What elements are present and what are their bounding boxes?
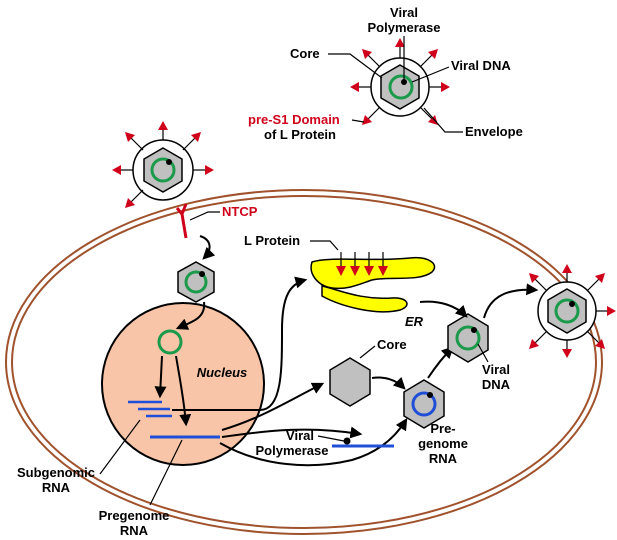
subgenomic-label-2: RNA xyxy=(42,480,71,495)
subgenomic-rna-icon xyxy=(128,400,172,418)
pre-s1-leader xyxy=(351,119,365,123)
nucleocapsid-icon-pregenome xyxy=(403,379,445,429)
viral-polymerase-dot xyxy=(343,437,351,445)
core-to-assembly-arrow xyxy=(371,376,406,390)
maturation-arrow xyxy=(427,346,454,379)
transcription-arrow-subgenomic xyxy=(154,355,167,399)
to-core-arrow xyxy=(221,382,325,431)
nucleocapsid-icon-mature xyxy=(447,313,489,363)
virion-spike-heads-legend xyxy=(350,38,450,125)
viral-polymerase-leader-mid xyxy=(317,435,345,442)
viral-dna-label-top: Viral DNA xyxy=(451,58,511,73)
er-label: ER xyxy=(405,314,424,329)
nucleus-label: Nucleus xyxy=(197,365,248,380)
core-label-top: Core xyxy=(290,46,320,61)
ntcp-label: NTCP xyxy=(222,204,258,219)
viral-dna-leader-mid xyxy=(477,343,489,363)
pre-s1-label-2: of L Protein xyxy=(264,127,336,142)
envelope-label: Envelope xyxy=(465,124,523,139)
pregenome-bottom-label-2: RNA xyxy=(120,523,149,538)
core-hexagon-cytoplasm xyxy=(329,357,371,407)
to-polymerase-arrow xyxy=(221,426,363,439)
ntcp-receptor-icon xyxy=(175,203,188,239)
virion-spike-heads-secreted xyxy=(529,264,616,358)
viral-dna-leader-top xyxy=(411,66,450,83)
pre-s1-arrowheads-er xyxy=(336,266,388,276)
subgenomic-label: Subgenomic xyxy=(17,465,95,480)
pre-s1-label: pre-S1 Domain xyxy=(248,112,340,127)
viral-dna-mid-label-2: DNA xyxy=(482,377,511,392)
to-pregenome-cyto-arrow xyxy=(219,417,408,467)
nucleocapsid-icon-cytoplasm xyxy=(177,261,215,303)
viral-polymerase-label-top-2: Polymerase xyxy=(368,20,441,35)
viral-polymerase-mid-label-2: Polymerase xyxy=(256,443,329,458)
er-to-envelopment-arrow xyxy=(419,300,468,318)
pregenome-mid-label-3: RNA xyxy=(429,451,458,466)
pregenome-mid-label: Pre- xyxy=(430,421,455,436)
viral-dna-mid-label: Viral xyxy=(482,362,510,377)
core-leader-top xyxy=(328,53,383,79)
to-er-arrow xyxy=(172,276,308,411)
pregenome-bottom-leader xyxy=(149,439,183,506)
secretion-arrow xyxy=(483,283,539,319)
viral-polymerase-label-top: Viral xyxy=(390,5,418,20)
ntcp-leader xyxy=(189,211,220,221)
nuclear-import-arrow xyxy=(175,301,206,330)
cell-membrane-outer xyxy=(5,189,603,535)
pregenome-mid-label-2: genome xyxy=(418,436,468,451)
l-protein-label: L Protein xyxy=(244,233,300,248)
entry-arrow xyxy=(199,235,216,260)
pregenome-bottom-label: Pregenome xyxy=(99,508,170,523)
virion-spike-heads-incoming xyxy=(112,121,214,208)
subgenomic-leader xyxy=(99,419,141,475)
cell-membrane-inner xyxy=(11,195,597,529)
viral-polymerase-mid-label: Viral xyxy=(286,428,314,443)
transcription-arrow-pregenome xyxy=(175,355,192,427)
nucleus xyxy=(101,302,265,466)
er-icon xyxy=(310,256,436,313)
envelope-leader xyxy=(423,107,463,133)
l-protein-leader xyxy=(310,240,339,251)
cccdna-icon xyxy=(157,329,183,355)
virion-spikes-incoming xyxy=(118,127,208,203)
core-label-mid: Core xyxy=(377,337,407,352)
core-leader-mid xyxy=(359,345,376,359)
